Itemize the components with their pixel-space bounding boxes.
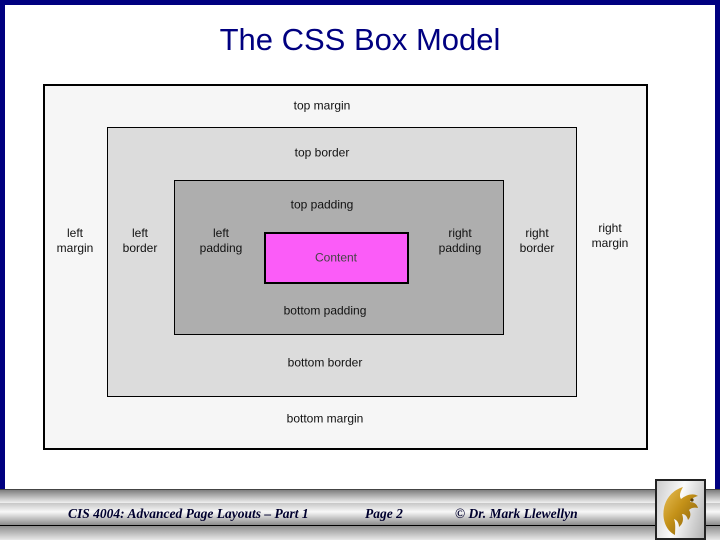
label-left-border: left border (122, 226, 158, 255)
logo-plate (655, 479, 706, 540)
label-bottom-margin: bottom margin (286, 411, 364, 426)
page-title: The CSS Box Model (219, 22, 501, 57)
footer-bar-main: CIS 4004: Advanced Page Layouts – Part 1… (0, 503, 720, 526)
label-top-padding: top padding (290, 197, 354, 212)
label-right-border: right border (519, 226, 555, 255)
footer-course: CIS 4004: Advanced Page Layouts – Part 1 (68, 506, 309, 521)
label-left-margin: left margin (56, 226, 94, 255)
slide-border-top (0, 0, 720, 5)
footer-bar-bottom (0, 526, 720, 540)
label-right-padding: right padding (438, 226, 482, 255)
slide-border-right (715, 0, 720, 490)
label-left-padding: left padding (199, 226, 243, 255)
slide-border-left (0, 0, 5, 490)
label-bottom-padding: bottom padding (283, 303, 367, 318)
ucf-pegasus-icon (662, 486, 698, 535)
label-top-border: top border (294, 145, 350, 160)
label-right-margin: right margin (591, 221, 629, 250)
content-box (264, 232, 409, 284)
footer-copyright: © Dr. Mark Llewellyn (455, 506, 578, 521)
footer-bar-top (0, 489, 720, 504)
label-content: Content (314, 250, 358, 265)
footer-page-number: Page 2 (365, 506, 403, 521)
label-bottom-border: bottom border (287, 355, 363, 370)
label-top-margin: top margin (293, 98, 351, 113)
